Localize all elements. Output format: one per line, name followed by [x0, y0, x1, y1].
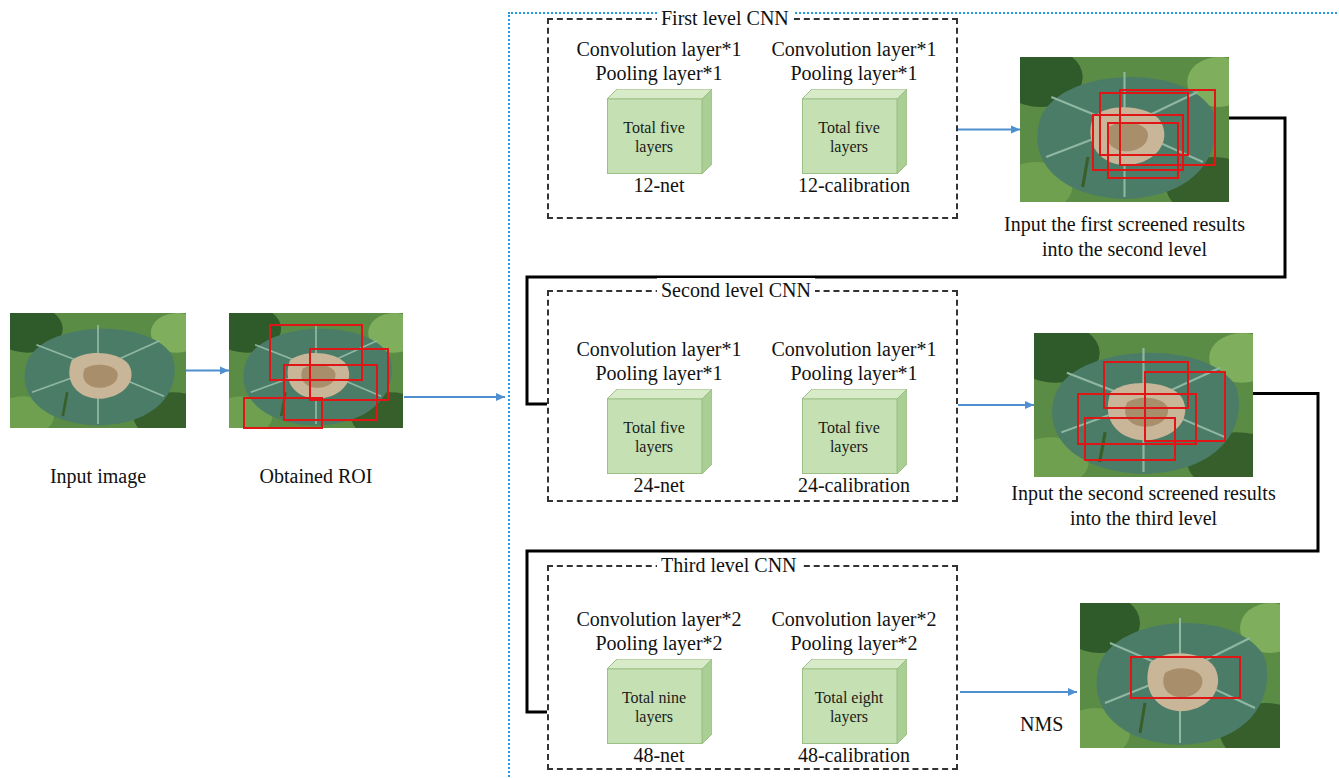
cube-shape: Total nine layers	[607, 659, 712, 744]
layer-spec: Convolution layer*1 Pooling layer*1	[569, 37, 749, 85]
leaf-photo-roi	[212, 305, 430, 440]
flow-arrow	[958, 404, 1034, 406]
cnn-level-box: Second level CNNConvolution layer*1 Pool…	[547, 290, 958, 502]
nms-arrow	[960, 691, 1077, 693]
image-node: Input image	[10, 313, 186, 428]
layer-spec: Convolution layer*2 Pooling layer*2	[764, 607, 944, 655]
layer-count: Total eight layers	[802, 669, 897, 744]
cube-shape: Total five layers	[802, 389, 907, 474]
flow-arrow	[186, 370, 229, 372]
network-name: 24-net	[633, 474, 684, 496]
leaf-photo-final	[1060, 593, 1310, 763]
network-cube: Convolution layer*1 Pooling layer*1Total…	[764, 337, 944, 496]
network-cube: Convolution layer*1 Pooling layer*1Total…	[569, 337, 749, 496]
image-caption: Input the second screened results into t…	[1011, 481, 1276, 531]
layer-spec: Convolution layer*1 Pooling layer*1	[764, 337, 944, 385]
leaf-photo	[0, 305, 212, 440]
cube-shape: Total eight layers	[802, 659, 907, 744]
leaf-photo-first-screen	[999, 47, 1260, 217]
layer-count: Total five layers	[607, 99, 702, 174]
flow-arrow	[404, 396, 505, 398]
image-caption: Input the first screened results into th…	[992, 212, 1257, 262]
cube-shape: Total five layers	[607, 89, 712, 174]
layer-spec: Convolution layer*1 Pooling layer*1	[569, 337, 749, 385]
flow-line	[527, 394, 1318, 713]
level-title: Second level CNN	[657, 278, 815, 302]
layer-count: Total five layers	[607, 399, 702, 474]
network-cube: Convolution layer*2 Pooling layer*2Total…	[569, 607, 749, 766]
image-node: Input the second screened results into t…	[1034, 333, 1253, 477]
cube-shape: Total five layers	[802, 89, 907, 174]
network-cube: Convolution layer*2 Pooling layer*2Total…	[764, 607, 944, 766]
step-label: NMS	[1018, 712, 1065, 736]
image-caption: Input image	[0, 464, 198, 489]
layer-count: Total five layers	[802, 399, 897, 474]
network-name: 24-calibration	[798, 474, 910, 496]
layer-count: Total five layers	[802, 99, 897, 174]
image-caption: Obtained ROI	[216, 464, 416, 489]
network-name: 12-calibration	[798, 174, 910, 196]
leaf-photo-second-screen	[1012, 323, 1286, 492]
layer-spec: Convolution layer*2 Pooling layer*2	[569, 607, 749, 655]
network-cube: Convolution layer*1 Pooling layer*1Total…	[569, 37, 749, 196]
cnn-level-box: Third level CNNConvolution layer*2 Pooli…	[547, 565, 958, 770]
network-name: 12-net	[633, 174, 684, 196]
level-title: Third level CNN	[657, 553, 801, 577]
network-cube: Convolution layer*1 Pooling layer*1Total…	[764, 37, 944, 196]
image-node: Input the first screened results into th…	[1020, 57, 1229, 202]
cube-shape: Total five layers	[607, 389, 712, 474]
network-name: 48-net	[633, 744, 684, 766]
flow-arrow	[958, 129, 1020, 131]
layer-spec: Convolution layer*1 Pooling layer*1	[764, 37, 944, 85]
layer-count: Total nine layers	[607, 669, 702, 744]
level-title: First level CNN	[657, 6, 793, 30]
image-node: Obtained ROI	[229, 313, 403, 428]
cnn-level-box: First level CNNConvolution layer*1 Pooli…	[547, 18, 958, 219]
network-name: 48-calibration	[798, 744, 910, 766]
